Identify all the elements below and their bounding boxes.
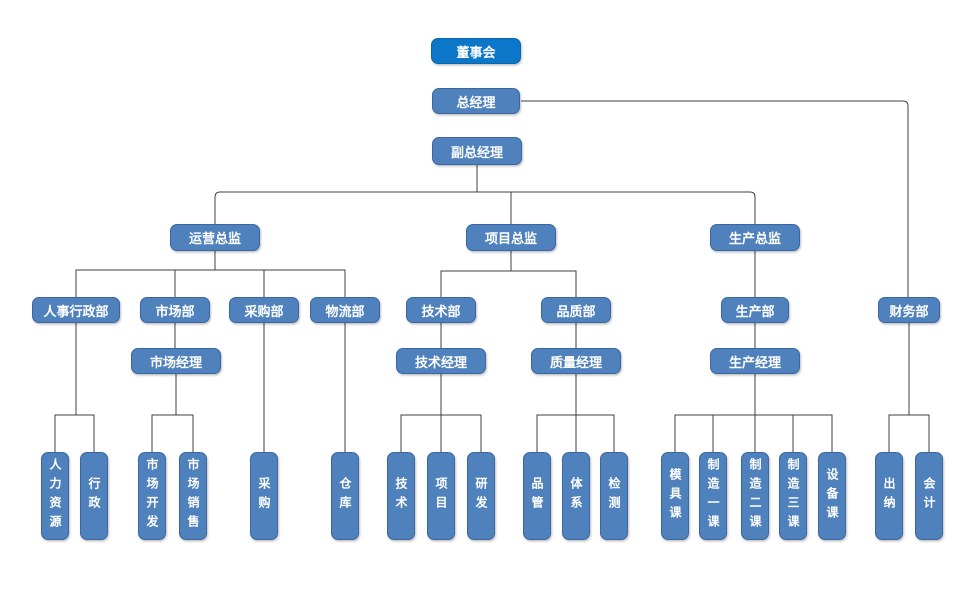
node-operations-director: 运营总监 bbox=[170, 224, 260, 251]
connector-productionmgr-subtree bbox=[674, 374, 833, 452]
node-cashier: 出纳 bbox=[875, 452, 903, 540]
node-production-manager: 生产经理 bbox=[710, 348, 800, 374]
connector-dgm-bus bbox=[214, 165, 756, 224]
node-equipment-section: 设备课 bbox=[818, 452, 846, 540]
node-project: 项目 bbox=[427, 452, 455, 540]
node-rnd: 研发 bbox=[467, 452, 495, 540]
connector-techmgr-subtree bbox=[400, 374, 482, 452]
node-quality-manager: 质量经理 bbox=[531, 348, 621, 374]
connector-project-subtree bbox=[440, 251, 577, 297]
node-warehouse: 仓库 bbox=[331, 452, 359, 540]
node-project-director: 项目总监 bbox=[466, 224, 556, 251]
node-production-dept: 生产部 bbox=[721, 297, 789, 323]
node-quality-control: 品管 bbox=[523, 452, 551, 540]
connector-marketingmgr-subtree bbox=[151, 374, 194, 452]
node-mfg-section-3: 制造三课 bbox=[779, 452, 807, 540]
connector-ops-subtree bbox=[75, 251, 346, 297]
node-system: 体系 bbox=[562, 452, 590, 540]
node-logistics-dept: 物流部 bbox=[310, 297, 380, 323]
connector-qualitymgr-subtree bbox=[536, 374, 615, 452]
node-finance-dept: 财务部 bbox=[878, 297, 940, 323]
node-mfg-section-2: 制造二课 bbox=[741, 452, 769, 540]
node-tech-manager: 技术经理 bbox=[396, 348, 486, 374]
node-quality-dept: 品质部 bbox=[541, 297, 611, 323]
connector-finance-subtree bbox=[888, 323, 930, 452]
node-deputy-general-manager: 副总经理 bbox=[432, 137, 522, 165]
node-market-sales: 市场销售 bbox=[179, 452, 207, 540]
connector-hradmin-subtree bbox=[54, 323, 95, 452]
node-general-manager: 总经理 bbox=[432, 88, 520, 114]
node-purchasing: 采购 bbox=[250, 452, 278, 540]
node-production-director: 生产总监 bbox=[710, 224, 800, 251]
node-tech-dept: 技术部 bbox=[406, 297, 476, 323]
node-mfg-section-1: 制造一课 bbox=[699, 452, 727, 540]
node-marketing-dept: 市场部 bbox=[140, 297, 210, 323]
connector-gm-to-finance bbox=[521, 100, 909, 297]
node-inspection: 检测 bbox=[600, 452, 628, 540]
node-board-of-directors: 董事会 bbox=[431, 38, 521, 64]
node-market-dev: 市场开发 bbox=[138, 452, 166, 540]
node-admin: 行政 bbox=[80, 452, 108, 540]
node-mold-section: 模具课 bbox=[661, 452, 689, 540]
node-marketing-manager: 市场经理 bbox=[131, 348, 221, 374]
node-hr: 人力资源 bbox=[41, 452, 69, 540]
node-technology: 技术 bbox=[387, 452, 415, 540]
node-hr-admin-dept: 人事行政部 bbox=[32, 297, 120, 323]
node-accountant: 会计 bbox=[915, 452, 943, 540]
node-purchasing-dept: 采购部 bbox=[229, 297, 299, 323]
